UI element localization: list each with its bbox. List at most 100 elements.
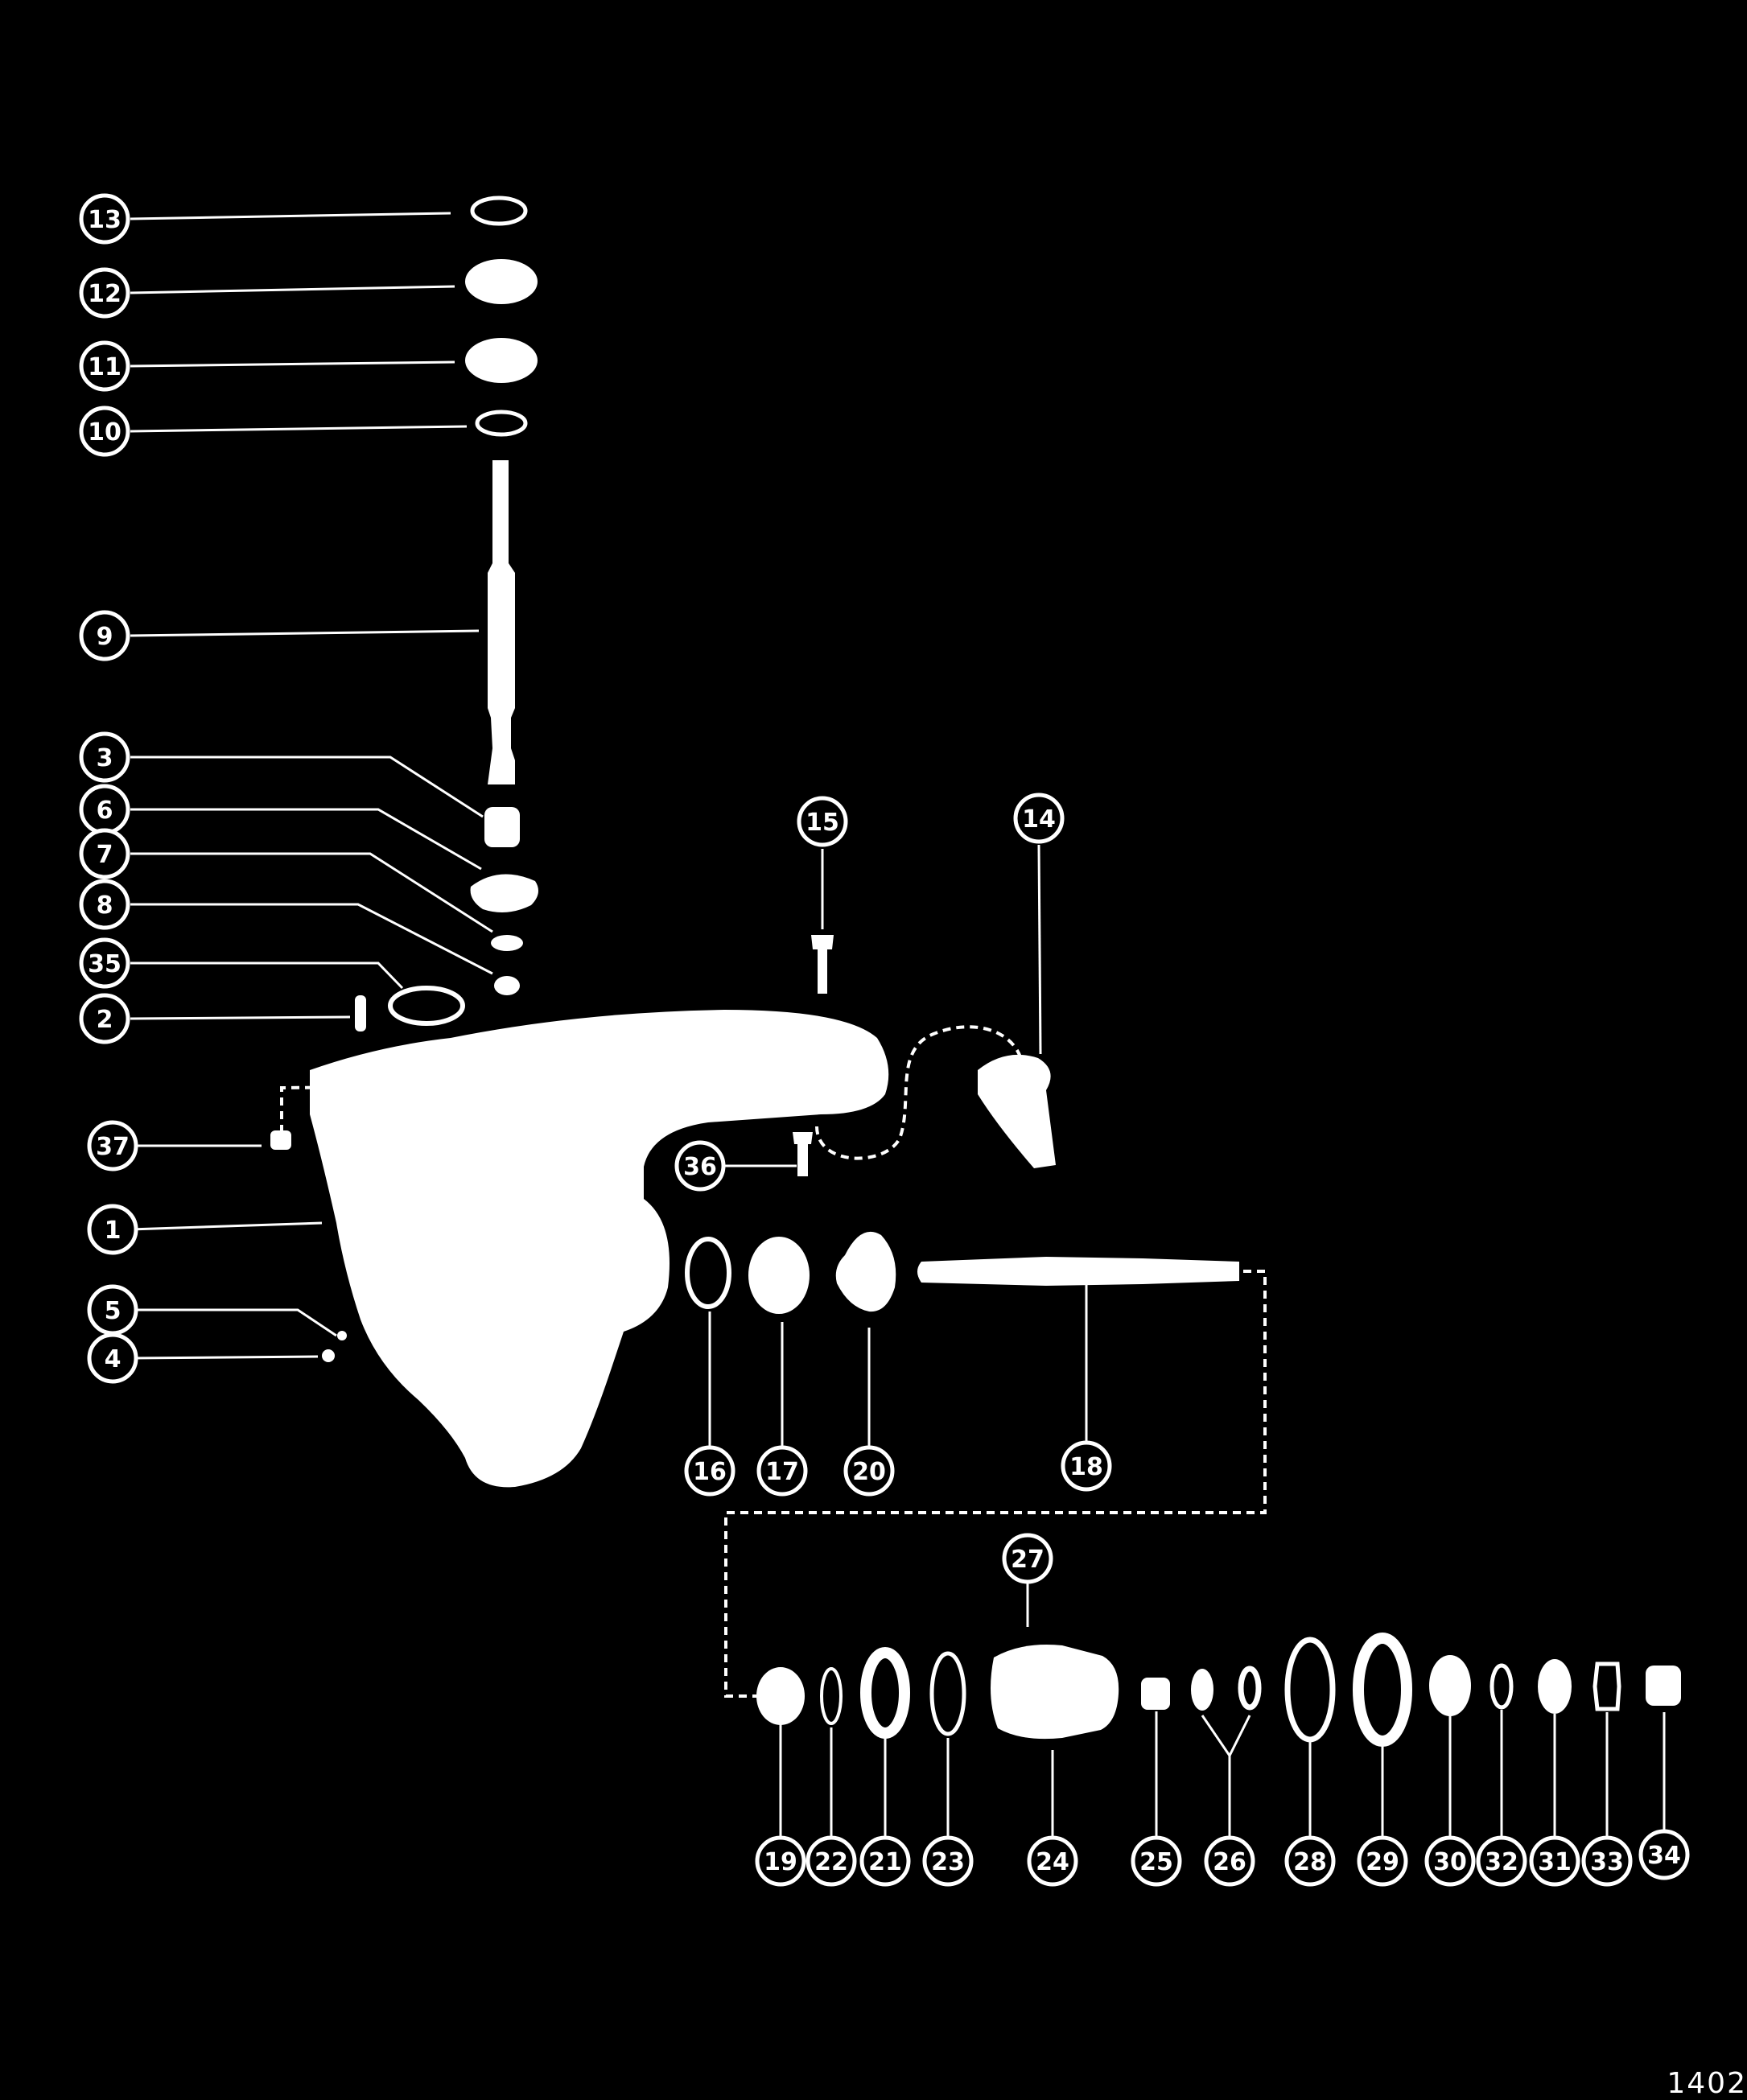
callout-9: 9 (79, 610, 130, 661)
svg-text:2: 2 (97, 1006, 113, 1034)
part-23-o-ring (929, 1651, 966, 1736)
leader-lines (130, 212, 1666, 1839)
part-21-ring (860, 1647, 910, 1739)
svg-text:21: 21 (868, 1848, 902, 1876)
callout-32: 32 (1476, 1835, 1527, 1887)
callout-33: 33 (1581, 1835, 1633, 1887)
svg-text:8: 8 (97, 891, 113, 920)
callout-29: 29 (1357, 1835, 1408, 1887)
callout-2: 2 (79, 993, 130, 1044)
part-34-nut (1646, 1666, 1681, 1706)
part-28-ring (1284, 1637, 1336, 1743)
callout-31: 31 (1529, 1835, 1580, 1887)
callout-34: 34 (1638, 1829, 1690, 1880)
callout-4: 4 (87, 1332, 138, 1384)
svg-text:9: 9 (97, 623, 113, 651)
callout-12: 12 (79, 267, 130, 319)
part-32-washer (1489, 1663, 1514, 1710)
part-15-screw (811, 935, 834, 994)
svg-text:10: 10 (88, 418, 122, 447)
svg-text:23: 23 (931, 1848, 965, 1876)
callout-24: 24 (1027, 1835, 1078, 1887)
svg-text:30: 30 (1433, 1848, 1467, 1876)
svg-text:29: 29 (1366, 1848, 1399, 1876)
callout-14: 14 (1013, 793, 1065, 844)
svg-text:14: 14 (1022, 805, 1056, 834)
callout-11: 11 (79, 340, 130, 392)
callout-30: 30 (1424, 1835, 1476, 1887)
part-10-o-ring (475, 410, 528, 437)
part-1-gear-housing (310, 1010, 889, 1488)
svg-text:7: 7 (97, 841, 113, 869)
svg-text:22: 22 (814, 1848, 848, 1876)
part-13-o-ring (470, 196, 528, 226)
callout-22: 22 (806, 1835, 857, 1887)
part-8-nut (494, 976, 520, 995)
svg-text:19: 19 (764, 1848, 797, 1876)
callout-8: 8 (79, 879, 130, 930)
svg-text:32: 32 (1485, 1848, 1518, 1876)
svg-text:4: 4 (105, 1345, 122, 1373)
callout-7: 7 (79, 828, 130, 879)
part-14-water-scoop (978, 1054, 1056, 1168)
callout-19: 19 (755, 1835, 806, 1887)
callout-13: 13 (79, 193, 130, 245)
part-22-o-ring (820, 1667, 843, 1725)
part-30-thrust-hub (1429, 1655, 1471, 1716)
part-9-drive-shaft (488, 460, 515, 784)
callout-1: 1 (87, 1204, 138, 1255)
part-12-cap (465, 259, 538, 304)
callout-23: 23 (922, 1835, 974, 1887)
svg-text:31: 31 (1538, 1848, 1572, 1876)
part-4-screw (322, 1349, 335, 1362)
svg-text:11: 11 (88, 353, 122, 381)
callouts: 13 12 11 10 9 3 6 7 8 35 2 37 1 5 4 15 1… (79, 193, 1690, 1887)
callout-25: 25 (1131, 1835, 1182, 1887)
part-24-bearing-carrier (991, 1645, 1119, 1740)
svg-text:15: 15 (806, 809, 839, 837)
part-7-washer (491, 935, 523, 951)
svg-text:33: 33 (1590, 1848, 1624, 1876)
callout-35: 35 (79, 937, 130, 989)
svg-text:17: 17 (765, 1458, 799, 1486)
svg-text:24: 24 (1036, 1848, 1069, 1876)
part-18-propeller-shaft (917, 1257, 1239, 1286)
part-29-ring (1353, 1633, 1412, 1747)
svg-text:5: 5 (105, 1297, 122, 1325)
callout-6: 6 (79, 784, 130, 835)
callout-18: 18 (1061, 1440, 1112, 1492)
part-31-washer (1538, 1659, 1572, 1714)
part-35-o-ring (388, 986, 465, 1026)
callout-15: 15 (797, 796, 848, 847)
part-26-seal-a (1191, 1669, 1213, 1711)
svg-text:3: 3 (97, 744, 113, 772)
svg-text:26: 26 (1213, 1848, 1246, 1876)
part-11-retainer (465, 338, 538, 383)
part-6-pinion-gear (470, 874, 538, 912)
svg-text:12: 12 (88, 280, 122, 308)
part-33-tab-washer (1592, 1661, 1621, 1711)
callout-37: 37 (87, 1120, 138, 1171)
callout-27: 27 (1002, 1533, 1053, 1584)
svg-text:36: 36 (683, 1153, 717, 1181)
svg-text:34: 34 (1647, 1842, 1681, 1870)
svg-text:20: 20 (852, 1458, 886, 1486)
callout-10: 10 (79, 406, 130, 457)
callout-17: 17 (756, 1445, 808, 1497)
part-2-pin (355, 995, 366, 1031)
part-20-forward-gear (835, 1231, 896, 1312)
figure-number: 1402 (1667, 2067, 1747, 2100)
part-26-seal-b (1238, 1666, 1262, 1711)
part-25-bearing (1141, 1678, 1170, 1710)
callout-28: 28 (1284, 1835, 1336, 1887)
svg-text:27: 27 (1011, 1546, 1044, 1574)
callout-5: 5 (87, 1284, 138, 1336)
callout-21: 21 (859, 1835, 911, 1887)
callout-16: 16 (684, 1445, 735, 1497)
part-37-fitting (270, 1130, 291, 1150)
part-19-bearing (756, 1667, 805, 1725)
svg-text:35: 35 (88, 950, 122, 978)
callout-20: 20 (843, 1445, 895, 1497)
part-16-o-ring (685, 1237, 731, 1309)
